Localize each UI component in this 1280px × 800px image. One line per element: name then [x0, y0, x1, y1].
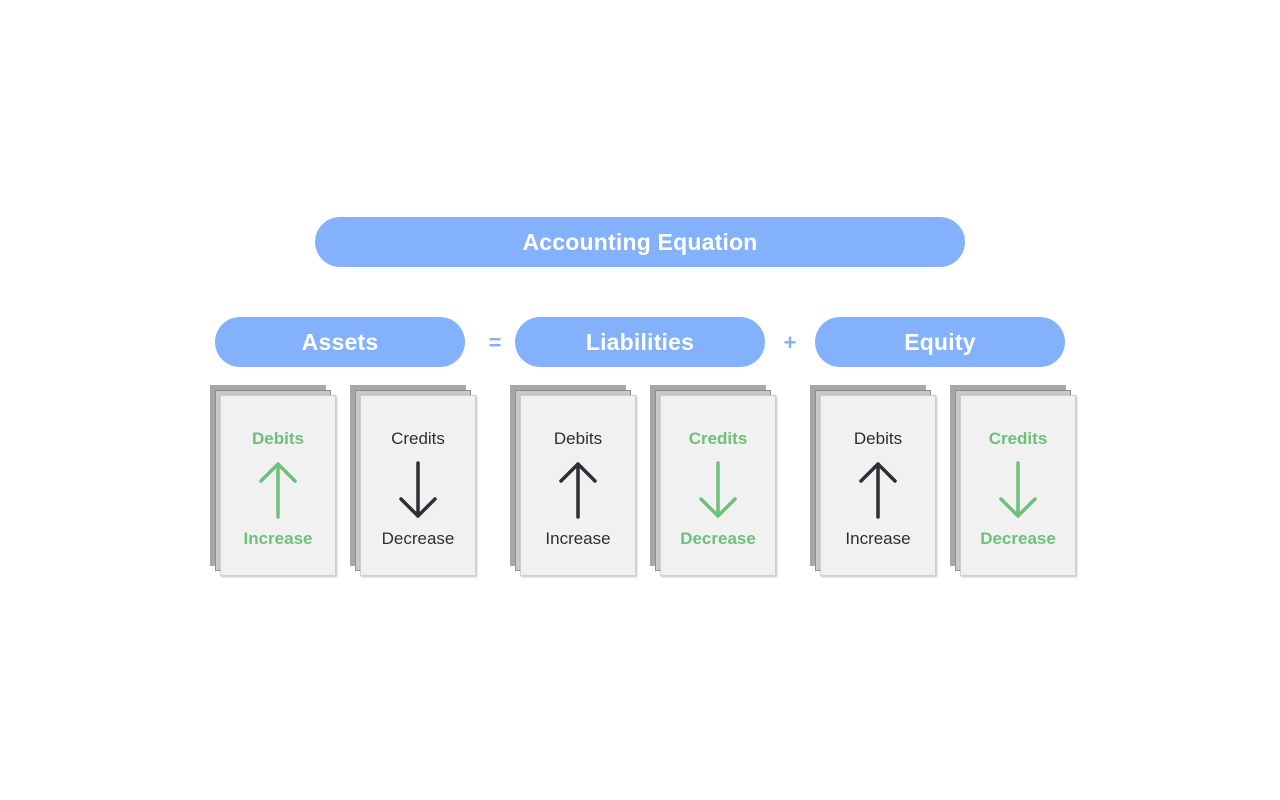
equals-operator: = — [488, 330, 502, 355]
down-arrow-icon — [699, 461, 737, 518]
equity-pill: Equity — [815, 317, 1065, 367]
liabilities-credit-card: Credits Decrease — [650, 385, 776, 576]
card-top-label: Debits — [553, 429, 603, 448]
card-top-label: Credits — [688, 429, 748, 448]
card-top-label: Credits — [988, 429, 1048, 448]
up-arrow-icon — [259, 462, 297, 519]
diagram-title: Accounting Equation — [522, 228, 758, 255]
card-top-label: Debits — [252, 429, 304, 448]
equity-credit-card: Credits Decrease — [950, 385, 1076, 576]
card-bottom-label: Decrease — [980, 529, 1056, 548]
card-bottom-label: Decrease — [381, 529, 455, 548]
up-arrow-icon — [559, 462, 597, 519]
liabilities-label: Liabilities — [585, 328, 695, 355]
down-arrow-icon — [999, 461, 1037, 518]
liabilities-pill: Liabilities — [515, 317, 765, 367]
plus-operator: + — [783, 330, 797, 355]
assets-pill: Assets — [215, 317, 465, 367]
card-bottom-label: Increase — [845, 529, 911, 548]
equity-debit-card: Debits Increase — [810, 385, 936, 576]
equity-label: Equity — [904, 328, 976, 355]
liabilities-debit-card: Debits Increase — [510, 385, 636, 576]
assets-debit-card: Debits Increase — [210, 385, 336, 576]
card-top-label: Credits — [391, 429, 445, 448]
card-bottom-label: Increase — [243, 529, 313, 548]
card-bottom-label: Increase — [545, 529, 611, 548]
assets-label: Assets — [301, 328, 379, 355]
down-arrow-icon — [399, 461, 437, 518]
up-arrow-icon — [859, 462, 897, 519]
title-pill: Accounting Equation — [315, 217, 965, 267]
card-bottom-label: Decrease — [680, 529, 756, 548]
card-top-label: Debits — [853, 429, 903, 448]
assets-credit-card: Credits Decrease — [350, 385, 476, 576]
